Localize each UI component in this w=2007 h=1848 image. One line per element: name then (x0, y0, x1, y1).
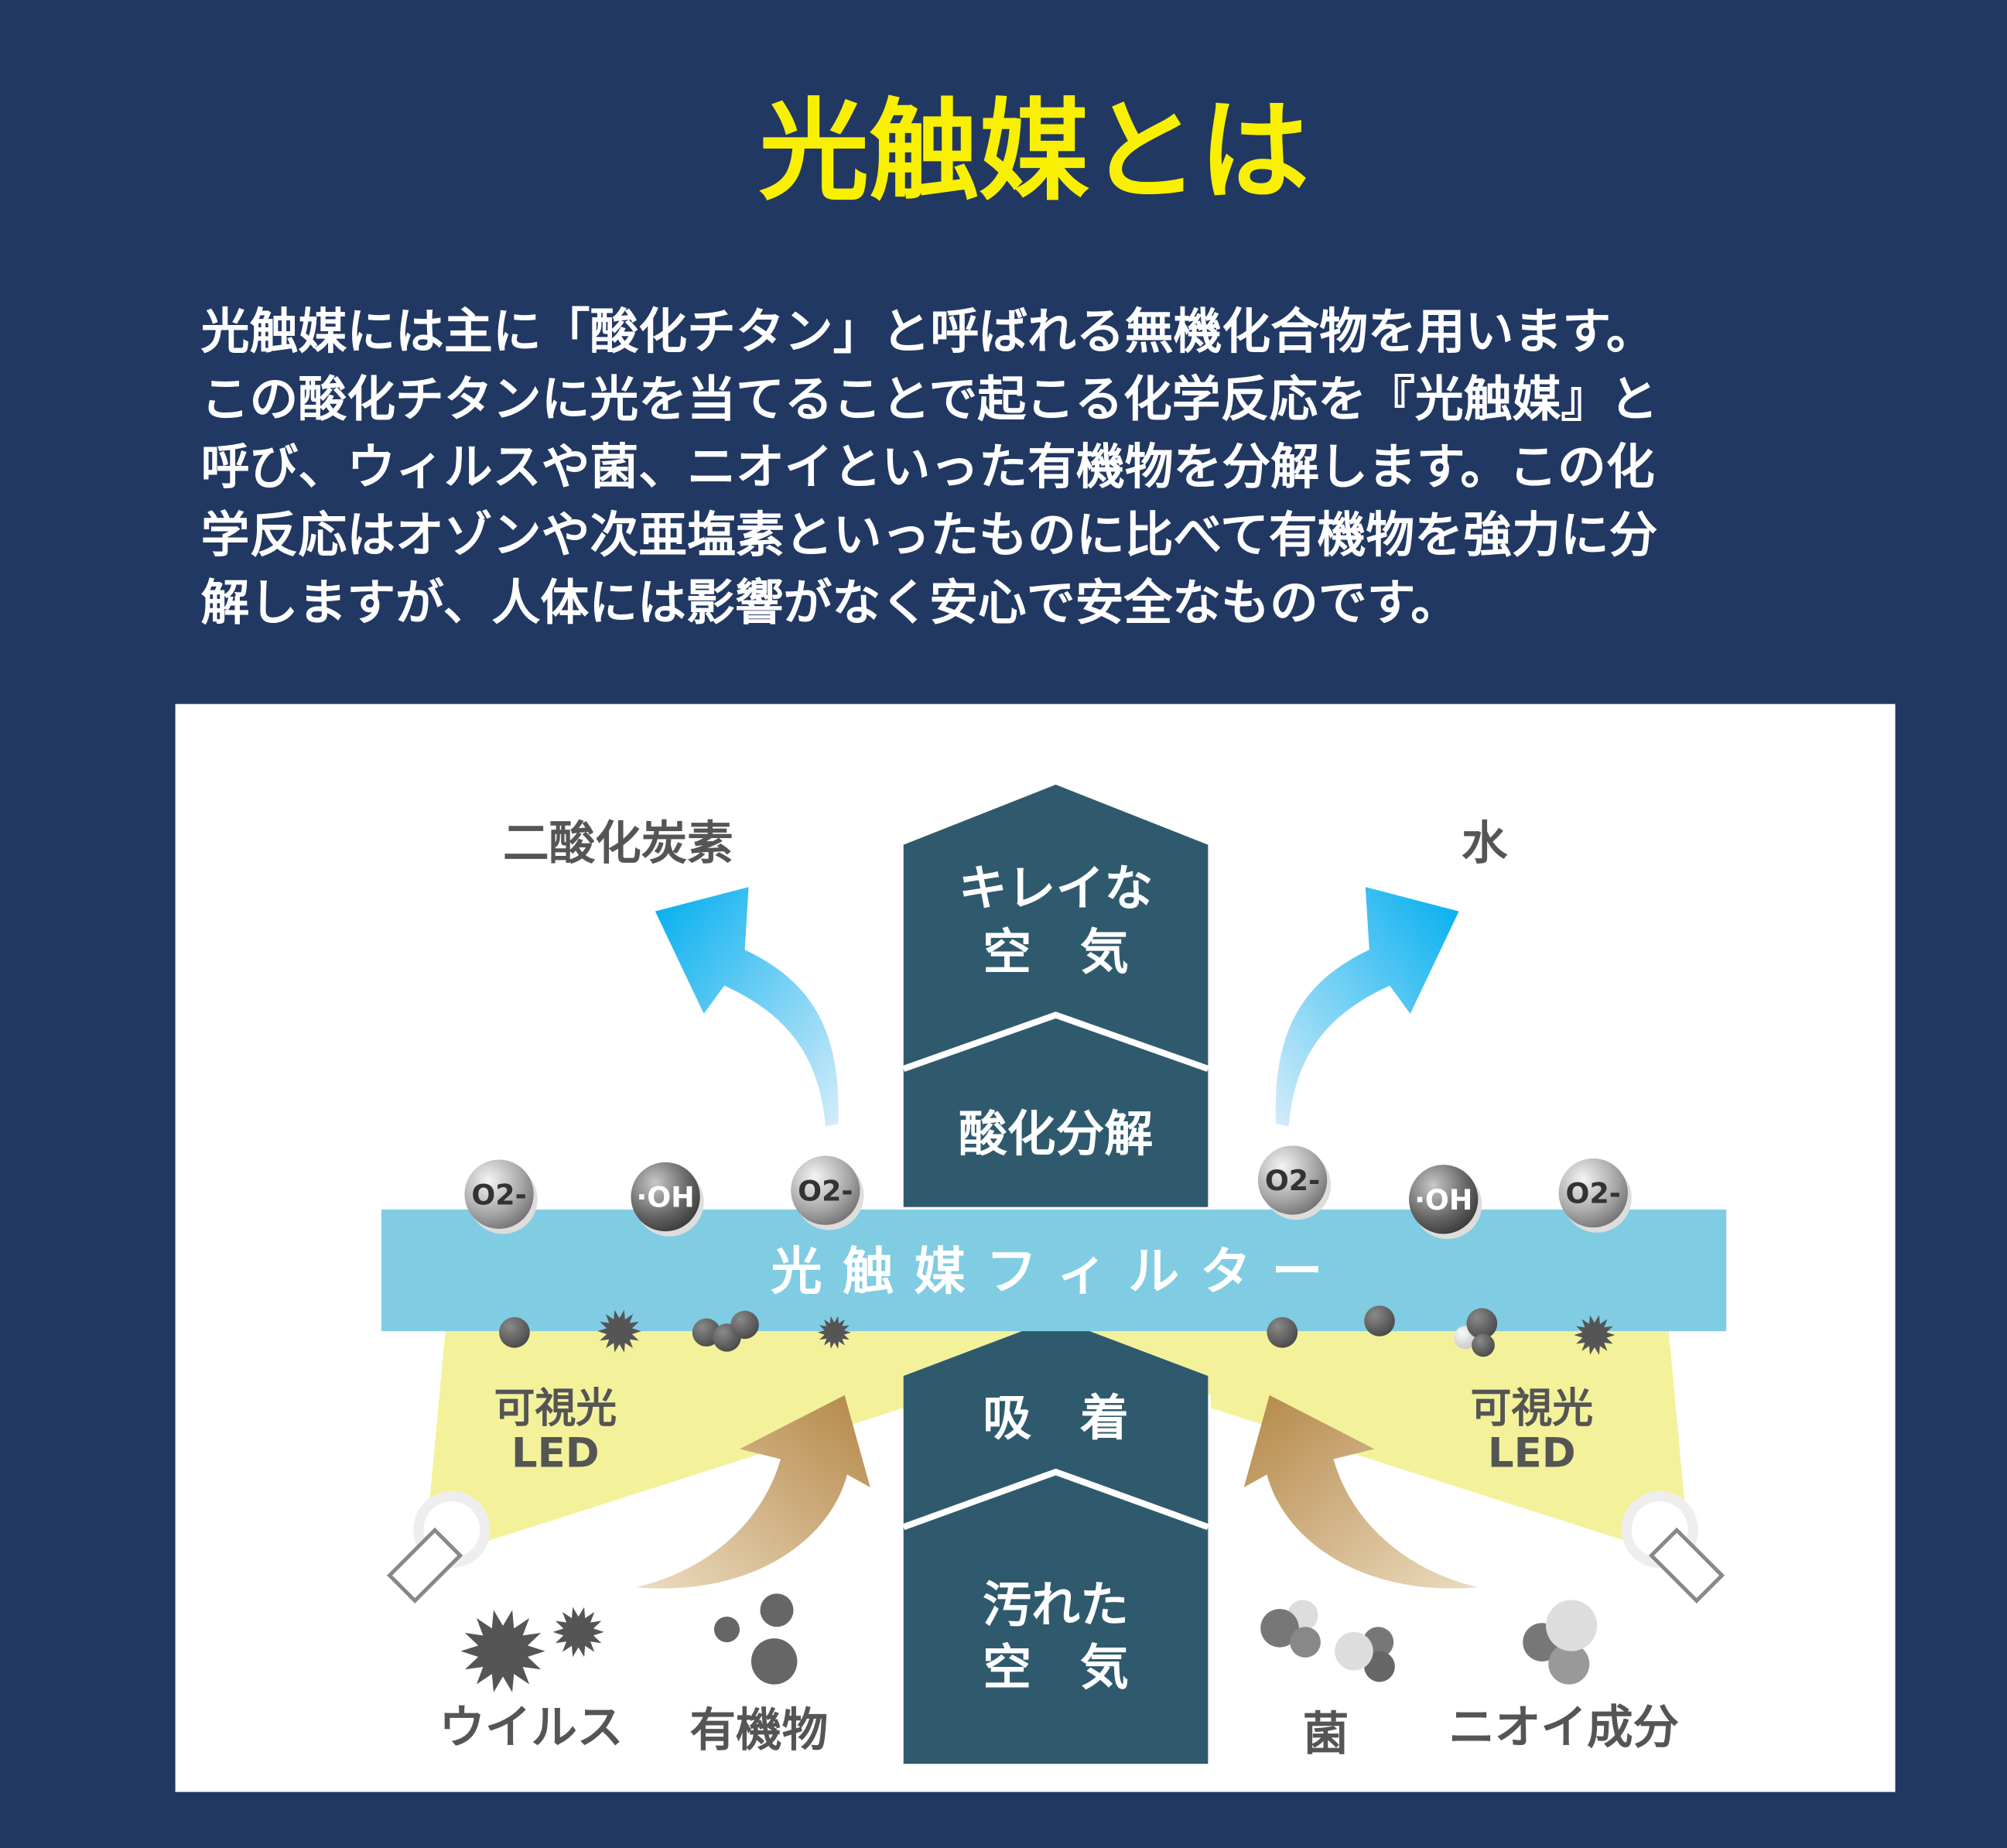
odor-dot (1546, 1600, 1598, 1651)
oxidation-label: 酸化分解 (959, 1106, 1153, 1162)
oh-radical: ·OH (631, 1162, 704, 1237)
paragraph-line: 光触媒には主に「酸化チタン」と呼ばれる無機化合物を用います。 (201, 303, 1655, 360)
svg-text:O2-: O2- (1566, 1177, 1621, 1210)
adsorption-label: 吸 着 (983, 1390, 1129, 1446)
organic-dot (760, 1593, 794, 1627)
virus-icon (460, 1610, 545, 1692)
virus-icon (552, 1607, 604, 1658)
led-right-label: 可視光 (1470, 1385, 1593, 1432)
bacteria-dot (1260, 1609, 1299, 1648)
odor-dot (1548, 1643, 1590, 1685)
photocatalyst-filter (381, 1210, 1727, 1332)
led-left-label: 可視光 (494, 1385, 617, 1432)
o2-molecule: O2- (464, 1159, 538, 1234)
o2-molecule: O2- (1257, 1145, 1332, 1220)
bacteria-dot (1335, 1631, 1373, 1671)
svg-text:·OH: ·OH (636, 1181, 694, 1214)
organic-dot (750, 1638, 798, 1685)
bacteria-label: 菌 (1303, 1708, 1349, 1761)
page-title: 光触媒とは (759, 87, 1309, 216)
arrow-intake-right-icon (1243, 1395, 1479, 1589)
organic-label: 有機物 (690, 1704, 829, 1757)
svg-text:·OH: ·OH (1414, 1183, 1472, 1217)
virus-label: ウイルス (439, 1702, 623, 1755)
o2-molecule: O2- (791, 1155, 864, 1230)
clean-air-column (903, 784, 1209, 1207)
paragraph-line: この酸化チタンに光を当てることで起こる化学反応を『光触媒』と (201, 371, 1658, 428)
odor-label: ニオイ成分 (1448, 1702, 1679, 1755)
led-right-label: LED (1488, 1429, 1576, 1477)
o2-molecule: O2- (1558, 1158, 1632, 1233)
chevron-divider (902, 1011, 1209, 1072)
led-left-label: LED (511, 1429, 600, 1477)
clean-air-label: キレイな (959, 860, 1153, 916)
paragraph-line: 学反応はオゾンや次亜塩素といったものに比べて有機物を強力に分 (201, 507, 1658, 563)
particle-dot (1364, 1306, 1395, 1336)
chevron-divider (902, 1468, 1209, 1531)
svg-text:O2-: O2- (471, 1178, 526, 1211)
water-label: 水 (1462, 817, 1508, 871)
organic-dot (713, 1617, 740, 1643)
svg-text:O2-: O2- (798, 1174, 853, 1207)
paragraph-line: 解しますが、人体には影響がなく安心で安全なものです。 (201, 575, 1459, 631)
dirty-air-column (903, 1318, 1209, 1764)
arrow-intake-left-icon (636, 1395, 870, 1589)
diagram-panel: キレイな 空 気 酸化分解 吸 着 汚れた 空 気 光触媒フィルター 二酸化炭素… (175, 703, 1896, 1792)
arrow-up-left-icon (655, 887, 839, 1127)
virus-icon (597, 1309, 641, 1353)
led-lamp-right-icon (1621, 1490, 1725, 1603)
description-paragraph: 光触媒には主に「酸化チタン」と呼ばれる無機化合物を用います。 この酸化チタンに光… (201, 303, 1658, 631)
virus-icon (1574, 1315, 1616, 1355)
bacteria-dot (1364, 1651, 1395, 1682)
filter-label: 光触媒フィルター (771, 1242, 1343, 1302)
virus-icon (817, 1316, 851, 1349)
light-beam-left (429, 1331, 1058, 1543)
co2-label: 二酸化炭素 (503, 817, 733, 871)
particle-dot (1267, 1316, 1298, 1348)
bacteria-dot (1290, 1627, 1321, 1658)
paragraph-line: 呼び、ウィルスや菌、ニオイといった有機物を分解します。この化 (201, 439, 1655, 495)
particle-dot (1466, 1308, 1498, 1340)
light-beam-right (1057, 1331, 1686, 1543)
particle-dot (1472, 1333, 1495, 1357)
clean-air-label: 空 気 (983, 924, 1129, 980)
dirty-air-label: 汚れた (983, 1577, 1129, 1634)
oh-radical: ·OH (1409, 1165, 1482, 1240)
led-lamp-left-icon (387, 1490, 491, 1603)
svg-text:O2-: O2- (1265, 1164, 1320, 1197)
particle-dot (730, 1310, 759, 1340)
dirty-air-label: 空 気 (983, 1640, 1129, 1696)
arrow-up-right-icon (1275, 887, 1459, 1127)
particle-dot (499, 1316, 530, 1348)
